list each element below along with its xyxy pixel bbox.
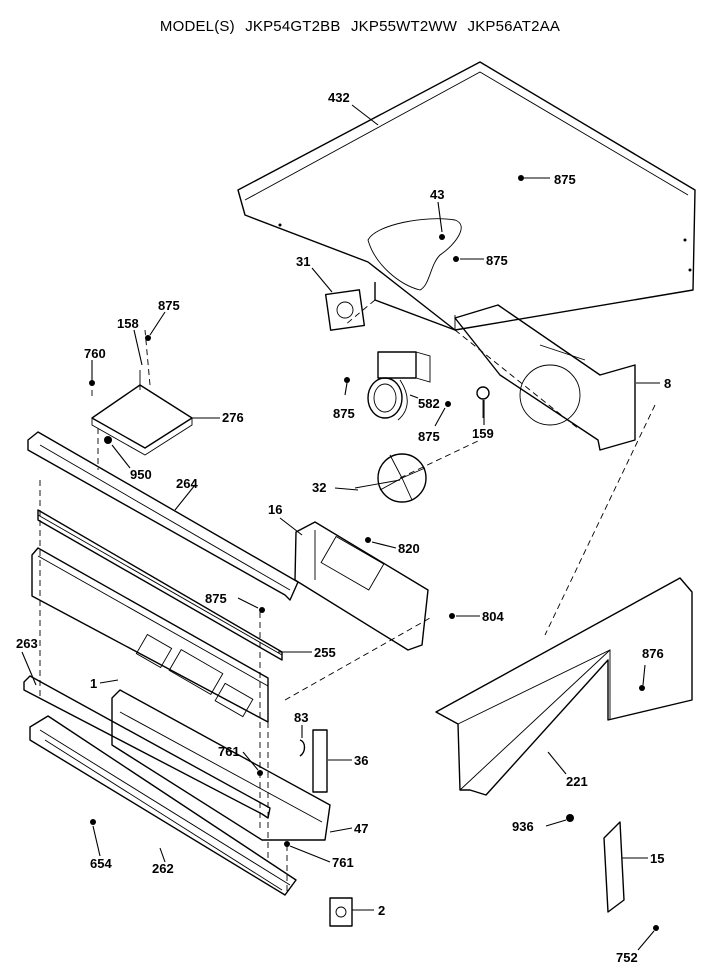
callout-876: 876 <box>642 646 664 661</box>
callout-158: 158 <box>117 316 139 331</box>
screws <box>89 175 659 931</box>
top-cover-432 <box>237 61 696 331</box>
callout-32: 32 <box>312 480 326 495</box>
thermostat-159 <box>476 386 490 418</box>
callout-43: 43 <box>430 187 444 202</box>
control-board-16 <box>294 521 429 651</box>
callout-15: 15 <box>650 851 664 866</box>
callout-950: 950 <box>130 467 152 482</box>
callout-31: 31 <box>296 254 310 269</box>
clip-2 <box>329 897 353 927</box>
control-panel-1 <box>31 547 269 723</box>
callout-276: 276 <box>222 410 244 425</box>
callout-936: 936 <box>512 819 534 834</box>
strip-15 <box>603 821 625 913</box>
callout-83: 83 <box>294 710 308 725</box>
blower-582 <box>367 351 431 421</box>
callout-875-blower: 875 <box>333 406 355 421</box>
callout-159: 159 <box>472 426 494 441</box>
model-prefix: MODEL(S) <box>159 18 235 35</box>
switch-31 <box>324 289 366 331</box>
callout-263: 263 <box>16 636 38 651</box>
callout-752: 752 <box>616 950 638 965</box>
callout-875-panel: 875 <box>418 429 440 444</box>
lower-panel-47 <box>111 689 331 841</box>
callout-264: 264 <box>176 476 198 491</box>
callout-255: 255 <box>314 645 336 660</box>
callout-804: 804 <box>482 609 504 624</box>
model-header: MODEL(S) JKP54GT2BB JKP55WT2WW JKP56AT2A… <box>0 18 720 35</box>
callout-875-bracket: 875 <box>158 298 180 313</box>
model-number-2: JKP55WT2WW <box>350 18 458 35</box>
model-number-1: JKP54GT2BB <box>245 18 341 35</box>
latch-83 <box>299 739 306 757</box>
callout-36: 36 <box>354 753 368 768</box>
callout-16: 16 <box>268 502 282 517</box>
side-bracket-221 <box>435 577 693 796</box>
strip-255 <box>37 509 283 661</box>
callout-820: 820 <box>398 541 420 556</box>
callout-432: 432 <box>328 90 350 105</box>
callout-760: 760 <box>84 346 106 361</box>
fan-32 <box>354 439 481 503</box>
keypad <box>135 633 254 718</box>
callout-761-upper: 761 <box>218 744 240 759</box>
callout-1: 1 <box>90 676 97 691</box>
grille-262 <box>29 715 297 896</box>
callout-654: 654 <box>90 856 112 871</box>
callout-875-cover: 875 <box>486 253 508 268</box>
callout-47: 47 <box>354 821 368 836</box>
callout-221: 221 <box>566 774 588 789</box>
callout-262: 262 <box>152 861 174 876</box>
callout-875-panel-front: 875 <box>205 591 227 606</box>
leader-lines <box>21 104 660 951</box>
callout-582: 582 <box>418 396 440 411</box>
callout-2: 2 <box>378 903 385 918</box>
callout-761-lower: 761 <box>332 855 354 870</box>
bar-36 <box>312 729 328 793</box>
callout-8: 8 <box>664 376 671 391</box>
model-number-3: JKP56AT2AA <box>467 18 561 35</box>
assembly-lines <box>39 299 656 895</box>
clip-43 <box>439 234 445 240</box>
trim-strip-264 <box>27 431 299 601</box>
rear-panel-8 <box>454 304 636 451</box>
callout-875-top: 875 <box>554 172 576 187</box>
callout-labels: 432 875 43 875 31 875 158 760 276 875 58… <box>16 90 671 965</box>
